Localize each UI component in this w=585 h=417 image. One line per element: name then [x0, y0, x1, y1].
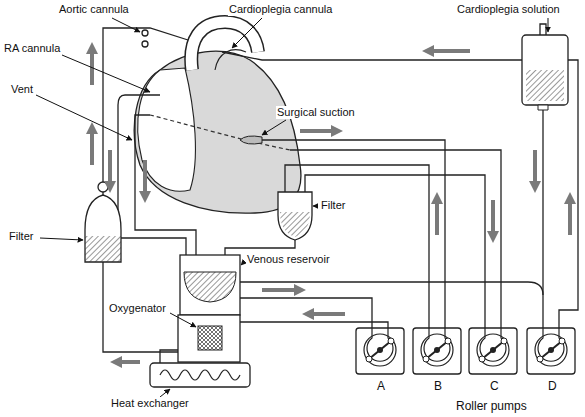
callout-label: Aortic cannula: [58, 3, 130, 16]
callout-label: Venous reservoir: [246, 253, 331, 266]
tubing: [103, 28, 578, 363]
oxygenator-unit: [150, 255, 250, 387]
pump-letter: B: [433, 380, 443, 393]
callout-label: Cardioplegia cannula: [228, 3, 333, 16]
leader-lines: [36, 18, 548, 397]
pump-letter: D: [547, 380, 558, 393]
callout-label: RA cannula: [3, 42, 61, 55]
callout-label: Surgical suction: [276, 106, 356, 119]
callout-label: Heat exchanger: [110, 397, 190, 410]
roller-pumps: [356, 328, 575, 374]
cardiotomy-filter: [278, 192, 312, 240]
callout-label: Vent: [10, 83, 34, 96]
suction-tip: [240, 136, 262, 144]
callout-label: Oxygenator: [108, 302, 167, 315]
callout-label: Filter: [320, 199, 346, 212]
pump-letter: C: [489, 380, 500, 393]
callout-label: Cardioplegia solution: [456, 3, 561, 16]
caption-label: Roller pumps: [455, 400, 528, 413]
arterial-filter: [85, 182, 121, 262]
cardioplegia-bag: [522, 24, 568, 110]
callout-label: Filter: [8, 230, 34, 243]
pump-letter: A: [376, 380, 386, 393]
flow-arrows: [92, 50, 570, 362]
